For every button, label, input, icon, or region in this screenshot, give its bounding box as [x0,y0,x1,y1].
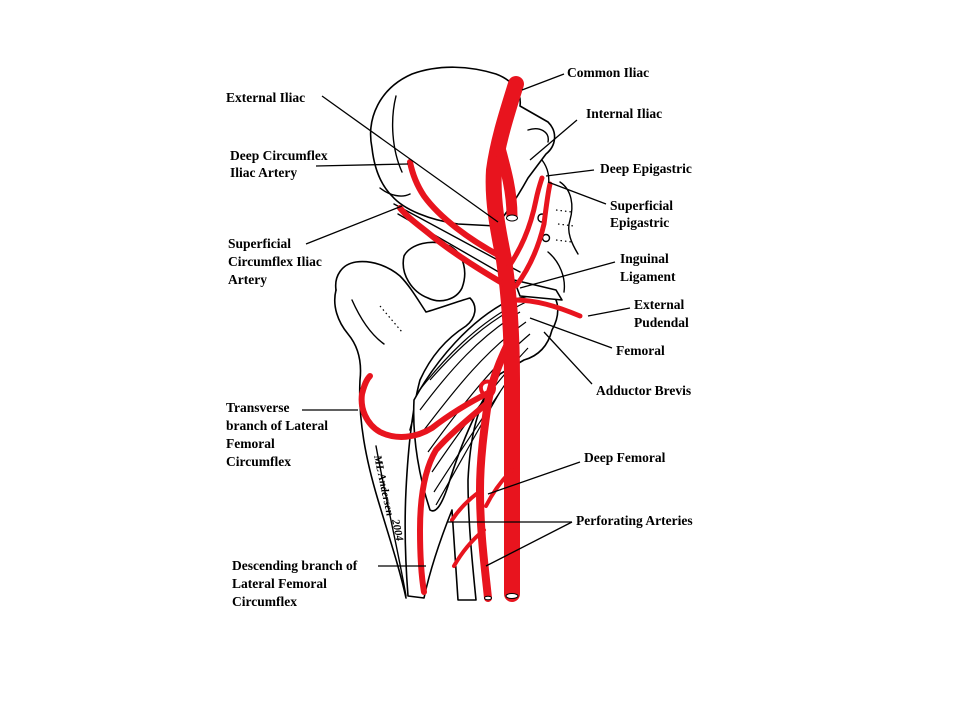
label-transverse-4: Circumflex [226,454,291,469]
label-descending-1: Descending branch of [232,558,358,573]
label-transverse-2: branch of Lateral [226,418,328,433]
label-external-pudendal-2: Pudendal [634,315,689,330]
label-superficial-circumflex-1: Superficial [228,236,291,251]
label-deep-epigastric: Deep Epigastric [600,161,692,176]
descending-branch-artery [417,401,489,595]
label-descending-3: Circumflex [232,594,297,609]
superficial-circumflex-iliac-artery [397,205,507,287]
perforating-artery-3 [484,468,514,508]
transverse-branch-artery [358,373,493,440]
leader-lines [302,73,631,567]
signature-line2: 2004 [389,517,406,542]
label-common-iliac: Common Iliac [567,65,649,80]
label-superficial-epigastric-2: Epigastric [610,215,669,230]
perforating-artery-1 [450,488,484,522]
label-descending-2: Lateral Femoral [232,576,327,591]
label-superficial-epigastric-1: Superficial [610,198,673,213]
label-perforating: Perforating Arteries [576,513,693,528]
deep-epigastric-artery [505,175,545,271]
internal-iliac-artery [494,142,518,222]
label-deep-femoral: Deep Femoral [584,450,666,465]
deep-femoral-artery [476,336,514,602]
label-femoral: Femoral [616,343,665,358]
label-external-iliac: External Iliac [226,90,305,105]
femur-bone [333,241,491,601]
label-transverse-1: Transverse [226,400,290,415]
labels: Common Iliac External Iliac Internal Ili… [226,65,693,609]
superficial-epigastric-artery [513,181,553,289]
label-external-pudendal-1: External [634,297,684,312]
label-inguinal-1: Inguinal [620,251,669,266]
external-pudendal-artery [511,297,583,319]
perforating-artery-2 [452,528,486,568]
label-adductor-brevis: Adductor Brevis [596,383,691,398]
deep-circumflex-iliac-artery [407,159,503,259]
label-deep-circumflex-1: Deep Circumflex [230,148,328,163]
label-transverse-3: Femoral [226,436,275,451]
artery-tree [358,76,583,602]
label-deep-circumflex-2: Iliac Artery [230,165,297,180]
label-internal-iliac: Internal Iliac [586,106,662,121]
label-inguinal-2: Ligament [620,269,676,284]
label-superficial-circumflex-2: Circumflex Iliac [228,254,322,269]
label-superficial-circumflex-3: Artery [228,272,267,287]
